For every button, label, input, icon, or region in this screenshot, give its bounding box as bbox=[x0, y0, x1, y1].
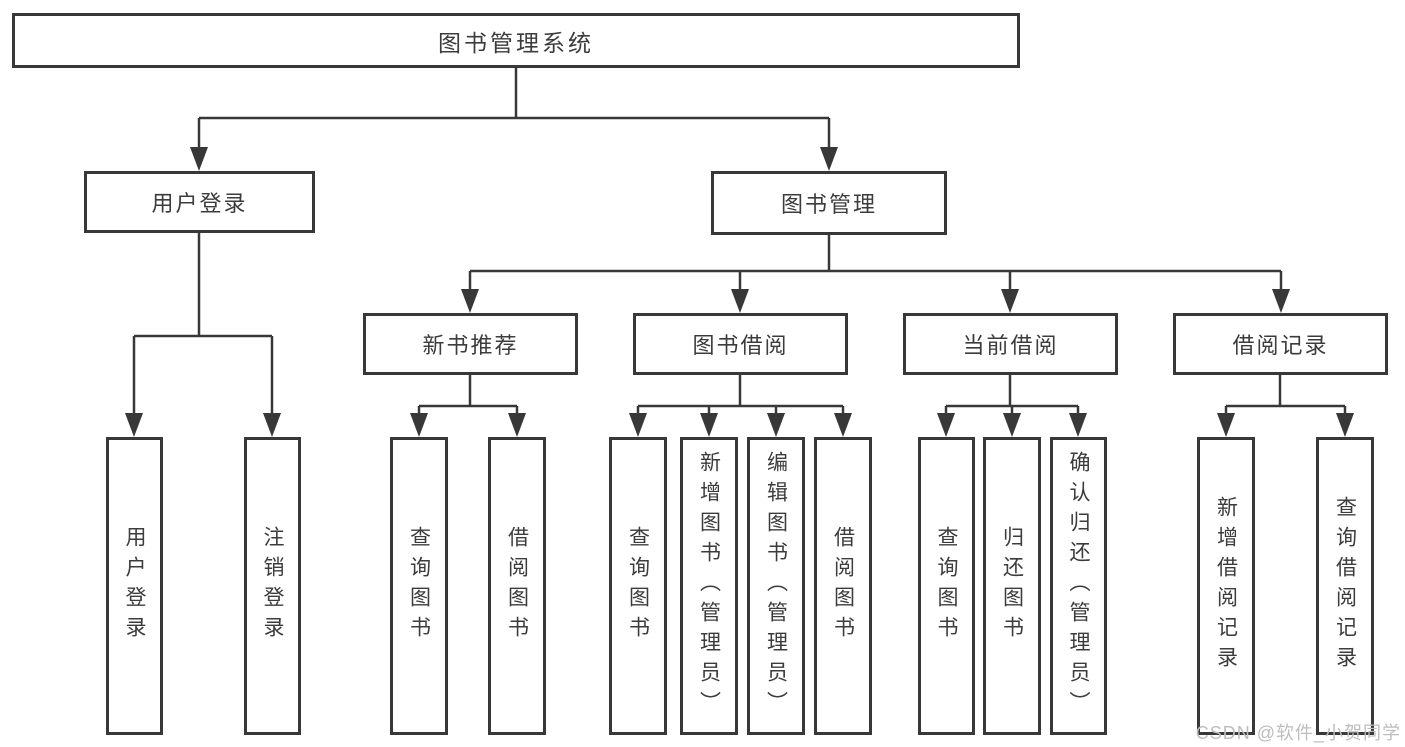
node-user-login: 用户登录 bbox=[84, 171, 315, 233]
arrow-down-icon bbox=[1336, 413, 1354, 437]
csdn-watermark: CSDN @软件_小贺同学 bbox=[1195, 723, 1401, 743]
node-borrow-record: 借阅记录 bbox=[1173, 313, 1388, 375]
arrow-down-icon bbox=[1272, 289, 1290, 313]
leaf-newbook-borrow: 借阅图书 bbox=[488, 437, 546, 735]
arrow-down-icon bbox=[767, 413, 785, 437]
leaf-label: 借阅图书 bbox=[831, 526, 855, 646]
arrow-down-icon bbox=[937, 413, 955, 437]
leaf-borrow-add: 新增图书（管理员） bbox=[680, 437, 738, 735]
arrow-down-icon bbox=[263, 413, 281, 437]
leaf-label: 确认归还（管理员） bbox=[1067, 451, 1090, 721]
leaf-current-confirm: 确认归还（管理员） bbox=[1050, 437, 1107, 735]
leaf-record-add: 新增借阅记录 bbox=[1197, 437, 1255, 735]
arrowheads bbox=[125, 147, 1354, 437]
leaf-record-query: 查询借阅记录 bbox=[1316, 437, 1374, 735]
arrow-down-icon bbox=[461, 289, 479, 313]
node-root: 图书管理系统 bbox=[12, 13, 1020, 68]
leaf-current-return: 归还图书 bbox=[983, 437, 1041, 735]
leaf-label: 新增图书（管理员） bbox=[697, 451, 721, 721]
leaf-label: 编辑图书（管理员） bbox=[764, 451, 788, 721]
arrow-down-icon bbox=[508, 413, 526, 437]
node-book-mgmt: 图书管理 bbox=[711, 171, 947, 235]
leaf-user-login: 用户登录 bbox=[106, 437, 163, 735]
arrow-down-icon bbox=[1069, 413, 1087, 437]
node-new-book: 新书推荐 bbox=[363, 313, 578, 375]
leaf-borrow-borrow: 借阅图书 bbox=[814, 437, 872, 735]
arrow-down-icon bbox=[125, 413, 143, 437]
leaf-logout: 注销登录 bbox=[244, 437, 301, 735]
node-current-borrow: 当前借阅 bbox=[903, 313, 1118, 375]
arrow-down-icon bbox=[1217, 413, 1235, 437]
leaf-label: 新增借阅记录 bbox=[1214, 496, 1238, 676]
arrow-down-icon bbox=[1001, 289, 1019, 313]
arrow-down-icon bbox=[190, 147, 208, 171]
arrow-down-icon bbox=[410, 413, 428, 437]
leaf-label: 注销登录 bbox=[261, 526, 284, 646]
leaf-label: 用户登录 bbox=[123, 526, 146, 646]
leaf-label: 查询图书 bbox=[935, 526, 958, 646]
arrow-down-icon bbox=[700, 413, 718, 437]
arrow-down-icon bbox=[834, 413, 852, 437]
leaf-label: 归还图书 bbox=[1000, 526, 1024, 646]
leaf-borrow-query: 查询图书 bbox=[609, 437, 667, 735]
leaf-newbook-query: 查询图书 bbox=[390, 437, 448, 735]
leaf-label: 查询图书 bbox=[407, 526, 431, 646]
leaf-current-query: 查询图书 bbox=[918, 437, 975, 735]
arrow-down-icon bbox=[1003, 413, 1021, 437]
leaf-borrow-edit: 编辑图书（管理员） bbox=[747, 437, 805, 735]
arrow-down-icon bbox=[731, 289, 749, 313]
leaf-label: 借阅图书 bbox=[505, 526, 529, 646]
arrow-down-icon bbox=[820, 147, 838, 171]
leaf-label: 查询借阅记录 bbox=[1333, 496, 1357, 676]
node-book-borrow: 图书借阅 bbox=[633, 313, 848, 375]
leaf-label: 查询图书 bbox=[626, 526, 650, 646]
arrow-down-icon bbox=[629, 413, 647, 437]
